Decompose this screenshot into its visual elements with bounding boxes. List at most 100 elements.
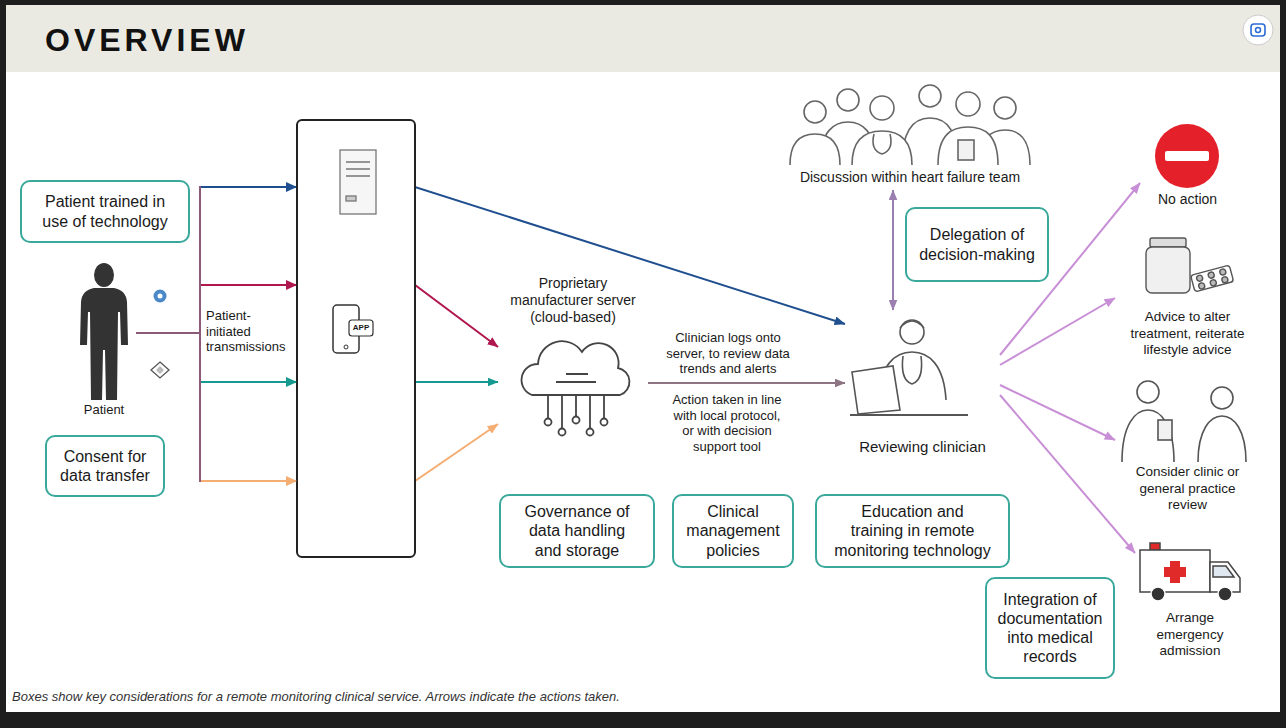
- consideration-box: Clinical management policies: [672, 494, 794, 568]
- outcome-icon: Arrange emergency admission: [1135, 535, 1245, 663]
- review-illustration: [1122, 381, 1246, 462]
- transmission-label: Patient-initiated transmissions: [206, 308, 292, 355]
- team-illustration: [870, 96, 894, 120]
- connector-arrow: [1000, 298, 1115, 365]
- medication-icon: [1198, 282, 1205, 289]
- outcome-icon: No action: [1140, 120, 1235, 212]
- transmission-trunk: [199, 186, 201, 482]
- action-note: Action taken in line with local protocol…: [668, 392, 786, 454]
- node-text: Patient trained in use of technology: [36, 192, 174, 230]
- team-illustration: [958, 140, 974, 160]
- patient-silhouette: [94, 263, 114, 287]
- team-illustration: [790, 85, 1030, 165]
- consideration-box: Governance of data handling and storage: [499, 494, 655, 568]
- team-figure: Discussion within heart failure team: [775, 80, 1045, 190]
- cloud-icon: [589, 395, 591, 428]
- ambulance-icon: [1218, 587, 1232, 601]
- cloud-icon: [522, 341, 630, 435]
- review-illustration: [1137, 381, 1159, 403]
- review-illustration: [1158, 420, 1172, 440]
- device-panel: [297, 120, 415, 557]
- connector-label: Clinician logs onto server, to review da…: [658, 330, 798, 377]
- node-text: Advice to alter treatment, reiterate lif…: [1128, 309, 1248, 358]
- screenshot-icon: [1256, 28, 1261, 33]
- medication-icon: [1221, 276, 1228, 283]
- ambulance-icon: [1140, 550, 1210, 592]
- node-text: Arrange emergency admission: [1140, 610, 1240, 659]
- wearable-sensor-icon: [158, 294, 163, 299]
- node-text: Proprietary manufacturer server (cloud-b…: [499, 275, 647, 325]
- implant-icon: [156, 366, 164, 374]
- wearable-sensor-icon: [154, 290, 167, 303]
- cloud-icon: [556, 374, 596, 382]
- implant-icon: [151, 362, 169, 378]
- node-text: Clinical management policies: [682, 502, 784, 560]
- clinician-illustration: [850, 414, 968, 416]
- team-illustration: [837, 89, 859, 111]
- patient-silhouette: [80, 288, 128, 400]
- title: OVERVIEW: [45, 21, 249, 59]
- medication-icon: [1191, 265, 1234, 292]
- ambulance-icon: [1150, 543, 1160, 550]
- app-badge-text: APP: [349, 320, 373, 336]
- screenshot-icon: [1251, 24, 1265, 36]
- cloud-icon: [547, 395, 549, 418]
- cloud-icon: [559, 429, 566, 436]
- page-ground: [6, 5, 1280, 712]
- review-illustration: [1198, 416, 1246, 462]
- phone-app-icon: [333, 305, 373, 353]
- cloud-icon: [522, 341, 630, 395]
- server-icon: [346, 162, 370, 176]
- cloud-icon: [587, 429, 594, 436]
- cloud-icon: [545, 419, 552, 426]
- phone-app-icon: [344, 345, 348, 349]
- node-text: Patient: [84, 402, 124, 418]
- medication-icon: [1191, 265, 1234, 292]
- medication-icon: [1196, 275, 1203, 282]
- panel-arrowhead: [286, 476, 297, 486]
- ambulance-icon: [1213, 566, 1234, 577]
- header-band: [6, 5, 1280, 72]
- implant-icon: [151, 362, 169, 378]
- medication-icon: [1208, 271, 1215, 278]
- connector-arrow: [1000, 395, 1135, 553]
- node-text: Consent for data transfer: [55, 447, 155, 485]
- medication-icon: [1146, 238, 1234, 293]
- team-illustration: [852, 131, 912, 165]
- node-text: Reviewing clinician: [859, 438, 986, 456]
- team-illustration: [956, 92, 980, 116]
- team-illustration: [938, 127, 998, 165]
- team-illustration: [804, 101, 826, 123]
- cloud-server: Proprietary manufacturer server (cloud-b…: [498, 272, 648, 444]
- consideration-box: Integration of documentation into medica…: [985, 577, 1115, 679]
- node-text: Consider clinic or general practice revi…: [1128, 464, 1248, 513]
- panel-arrowhead: [286, 280, 297, 290]
- panel-arrowhead: [286, 182, 297, 192]
- node-text: Delegation of decision-making: [917, 225, 1037, 263]
- patient-silhouette: [80, 263, 128, 400]
- node-text: Discussion within heart failure team: [800, 169, 1020, 186]
- consideration-box: Delegation of decision-making: [905, 207, 1049, 282]
- clinician-illustration: [900, 320, 924, 344]
- phone-app-icon: [349, 320, 373, 336]
- clinician-illustration: [902, 356, 921, 384]
- screenshot-icon: [1243, 15, 1273, 45]
- medication-icon: [1146, 247, 1190, 293]
- caption: Boxes show key considerations for a remo…: [12, 689, 620, 705]
- connector-arrow: [892, 190, 894, 310]
- cloud-icon: [561, 395, 563, 428]
- no-entry-icon: [1165, 151, 1209, 161]
- server-icon: [340, 150, 376, 214]
- medication-icon: [1210, 279, 1217, 286]
- cloud-icon: [573, 417, 580, 424]
- cloud-icon: [575, 395, 577, 416]
- ambulance-icon: [1140, 543, 1240, 601]
- screenshot-icon: [1243, 15, 1273, 45]
- server-icon: [346, 196, 356, 201]
- clinician-illustration: [850, 320, 968, 415]
- team-illustration: [873, 134, 891, 154]
- clinician-illustration: [900, 321, 924, 328]
- panel-arrowhead: [286, 377, 297, 387]
- outcome-icon: Consider clinic or general practice revi…: [1115, 372, 1260, 517]
